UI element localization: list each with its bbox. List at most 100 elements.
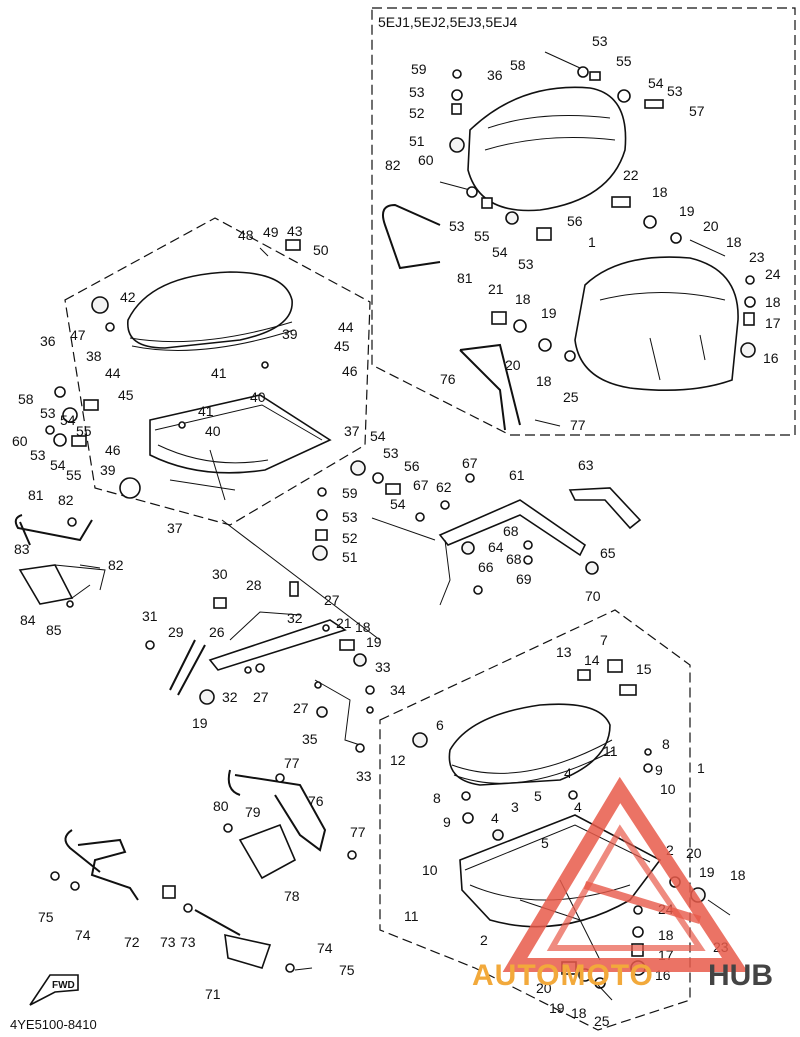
side-guard-72	[77, 838, 139, 901]
svg-text:38: 38	[86, 348, 102, 364]
svg-text:33: 33	[375, 659, 391, 675]
svg-text:54: 54	[50, 457, 66, 473]
svg-text:71: 71	[205, 986, 221, 1002]
svg-text:53: 53	[342, 509, 358, 525]
svg-text:74: 74	[317, 940, 333, 956]
svg-text:80: 80	[213, 798, 229, 814]
svg-text:74: 74	[75, 927, 91, 943]
svg-text:55: 55	[616, 53, 632, 69]
svg-text:42: 42	[120, 289, 136, 305]
svg-text:56: 56	[567, 213, 583, 229]
variant-label: 5EJ1,5EJ2,5EJ3,5EJ4	[378, 14, 518, 30]
svg-text:37: 37	[167, 520, 183, 536]
svg-text:11: 11	[404, 908, 419, 924]
carrier-63	[568, 487, 642, 530]
svg-text:54: 54	[390, 496, 406, 512]
bracket-79	[238, 823, 297, 880]
svg-text:45: 45	[334, 338, 350, 354]
svg-text:19: 19	[679, 203, 695, 219]
svg-text:15: 15	[636, 661, 652, 677]
svg-text:69: 69	[516, 571, 532, 587]
svg-text:82: 82	[385, 157, 401, 173]
svg-text:27: 27	[324, 592, 340, 608]
svg-text:19: 19	[541, 305, 557, 321]
svg-text:14: 14	[584, 652, 600, 668]
svg-text:13: 13	[556, 644, 572, 660]
svg-text:22: 22	[623, 167, 639, 183]
svg-text:77: 77	[570, 417, 586, 433]
svg-text:75: 75	[38, 909, 54, 925]
svg-text:77: 77	[284, 755, 300, 771]
top-bag-fasteners	[45, 239, 401, 608]
svg-text:17: 17	[765, 315, 781, 331]
carrier-brackets: 67 61 63 67 62 54 68 64 68 65 66 69 70 3…	[142, 455, 642, 784]
svg-text:52: 52	[409, 105, 425, 121]
inset-fasteners	[439, 51, 756, 427]
svg-text:45: 45	[118, 387, 134, 403]
svg-text:56: 56	[404, 458, 420, 474]
svg-text:36: 36	[487, 67, 503, 83]
svg-text:29: 29	[168, 624, 184, 640]
svg-text:10: 10	[422, 862, 438, 878]
svg-text:39: 39	[282, 326, 298, 342]
rail-28	[208, 619, 347, 671]
svg-text:55: 55	[474, 228, 490, 244]
svg-text:67: 67	[413, 477, 429, 493]
svg-text:19: 19	[192, 715, 208, 731]
svg-text:53: 53	[667, 83, 683, 99]
drawing-code: 4YE5100-8410	[10, 1017, 97, 1032]
svg-text:63: 63	[578, 457, 594, 473]
svg-text:53: 53	[592, 33, 608, 49]
svg-text:73: 73	[180, 934, 196, 950]
svg-text:5: 5	[541, 835, 549, 851]
svg-text:51: 51	[409, 133, 425, 149]
svg-text:72: 72	[124, 934, 140, 950]
svg-text:53: 53	[518, 256, 534, 272]
bracket-83	[18, 564, 74, 605]
svg-text:53: 53	[449, 218, 465, 234]
guard-81	[14, 514, 93, 546]
svg-text:53: 53	[40, 405, 56, 421]
svg-text:41: 41	[198, 403, 214, 419]
svg-text:55: 55	[66, 467, 82, 483]
svg-text:40: 40	[205, 423, 221, 439]
svg-text:62: 62	[436, 479, 452, 495]
svg-text:25: 25	[594, 1013, 610, 1029]
svg-text:28: 28	[246, 577, 262, 593]
svg-text:52: 52	[342, 530, 358, 546]
svg-text:19: 19	[549, 1000, 565, 1016]
svg-text:8: 8	[433, 790, 441, 806]
watermark: AUTOMOTO HUB	[472, 776, 773, 992]
svg-text:68: 68	[506, 551, 522, 567]
svg-text:6: 6	[436, 717, 444, 733]
svg-text:18: 18	[658, 927, 674, 943]
svg-text:48: 48	[238, 227, 254, 243]
svg-text:18: 18	[730, 867, 746, 883]
fwd-arrow	[29, 974, 79, 1006]
svg-text:20: 20	[686, 845, 702, 861]
stay-29	[169, 639, 206, 696]
svg-text:61: 61	[509, 467, 525, 483]
svg-text:58: 58	[510, 57, 526, 73]
inset-bag-36	[467, 86, 627, 212]
svg-text:55: 55	[76, 423, 92, 439]
svg-text:5: 5	[534, 788, 542, 804]
svg-text:84: 84	[20, 612, 36, 628]
svg-text:46: 46	[342, 363, 358, 379]
svg-text:24: 24	[765, 266, 781, 282]
svg-text:77: 77	[350, 824, 366, 840]
svg-text:44: 44	[105, 365, 121, 381]
svg-text:54: 54	[492, 244, 508, 260]
svg-text:4: 4	[491, 810, 499, 826]
svg-text:64: 64	[488, 539, 504, 555]
svg-text:20: 20	[536, 980, 552, 996]
svg-text:1: 1	[697, 760, 705, 776]
svg-text:23: 23	[749, 249, 765, 265]
svg-text:33: 33	[356, 768, 372, 784]
svg-text:60: 60	[12, 433, 28, 449]
svg-text:82: 82	[58, 492, 74, 508]
svg-text:35: 35	[302, 731, 318, 747]
svg-text:21: 21	[336, 615, 352, 631]
svg-text:8: 8	[662, 736, 670, 752]
top-bag-lid	[127, 271, 293, 349]
